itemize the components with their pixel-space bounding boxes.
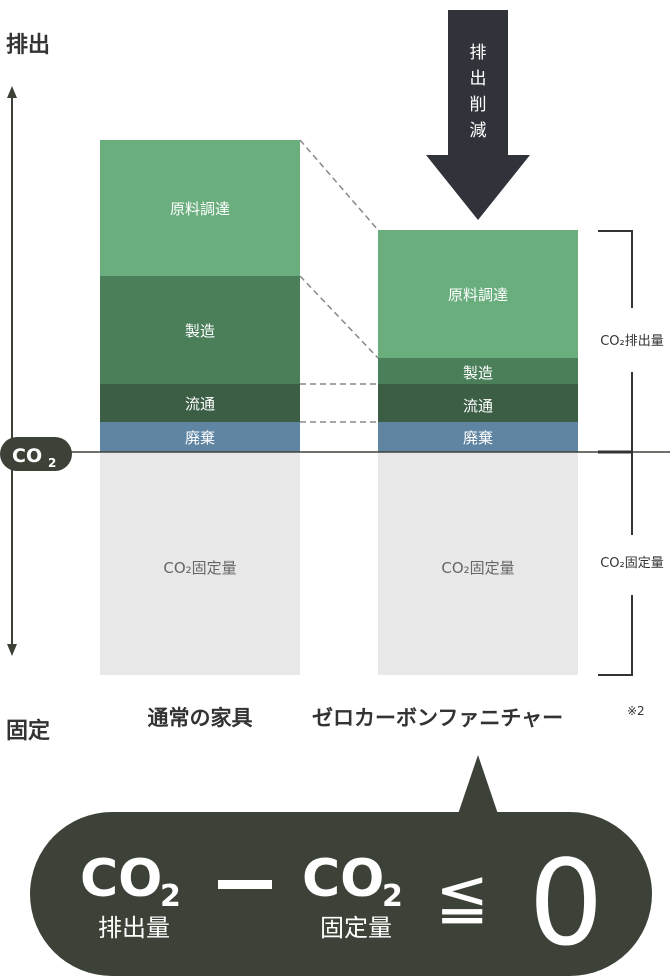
arrow-up-icon: [7, 86, 17, 98]
label-distribution: 流通: [185, 395, 215, 413]
svg-text:出: 出: [470, 69, 487, 89]
segment-manufacture: [100, 276, 300, 384]
label-manufacture: 製造: [185, 322, 215, 340]
segment-raw: [378, 230, 578, 358]
minus-sign: [218, 880, 272, 889]
formula-left-main: CO: [80, 849, 162, 909]
connector-lines: [299, 139, 379, 423]
label-distribution: 流通: [463, 397, 493, 415]
axis-bottom-label: 固定: [6, 718, 50, 744]
svg-text:削: 削: [470, 95, 487, 115]
label-fixed: CO₂固定量: [441, 559, 514, 577]
arrow-down-icon: [426, 10, 530, 220]
bar-conventional: 原料調達 製造 流通 廃棄 CO₂固定量: [100, 140, 300, 675]
reduction-arrow: 排 出 削 減: [426, 10, 530, 220]
label-raw: 原料調達: [170, 200, 230, 218]
formula-relation: ≦: [435, 860, 489, 934]
bracket-fixed-label: CO₂固定量: [600, 556, 664, 571]
bracket-emission-label: CO₂排出量: [600, 334, 664, 349]
label-raw: 原料調達: [448, 286, 508, 304]
vertical-axis: [7, 86, 17, 656]
bar-name-zero-carbon: ゼロカーボンファニチャー: [312, 706, 563, 730]
formula-bubble: CO 2 排出量 CO 2 固定量 ≦ 0: [30, 755, 652, 976]
formula-right-main: CO: [302, 849, 384, 909]
segment-distribution: [100, 384, 300, 422]
label-manufacture: 製造: [463, 364, 493, 382]
svg-text:2: 2: [382, 879, 403, 914]
segment-distribution: [378, 384, 578, 422]
arrow-down-icon: [7, 644, 17, 656]
formula-value: 0: [528, 834, 603, 972]
bar-note: ※2: [627, 704, 645, 718]
label-disposal: 廃棄: [185, 429, 215, 447]
segment-disposal: [378, 422, 578, 452]
segment-fixed: [378, 452, 578, 675]
svg-text:排: 排: [470, 43, 487, 63]
svg-text:2: 2: [160, 879, 181, 914]
axis-top-label: 排出: [6, 33, 50, 58]
label-disposal: 廃棄: [463, 429, 493, 447]
segment-manufacture: [378, 358, 578, 384]
bar-name-conventional: 通常の家具: [148, 706, 253, 730]
bracket: [598, 230, 633, 676]
formula-right-caption: 固定量: [320, 914, 392, 942]
segment-raw: [100, 140, 300, 276]
segment-fixed: [100, 452, 300, 675]
formula-left-caption: 排出量: [98, 914, 170, 942]
baseline-badge: CO 2: [0, 437, 72, 471]
bar-zero-carbon: 原料調達 製造 流通 廃棄 CO₂固定量: [378, 230, 578, 675]
label-fixed: CO₂固定量: [163, 559, 236, 577]
svg-text:CO: CO: [12, 445, 42, 467]
svg-text:2: 2: [48, 456, 56, 470]
segment-disposal: [100, 422, 300, 452]
svg-text:減: 減: [470, 121, 487, 141]
